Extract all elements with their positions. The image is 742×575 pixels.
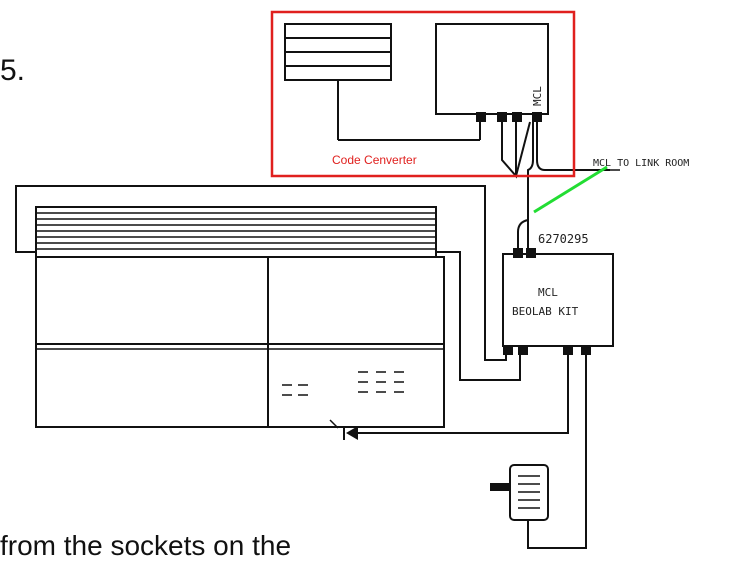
code-converter-device [284, 23, 481, 141]
mcl-socket-3 [512, 112, 522, 122]
page-number: 5. [0, 54, 25, 87]
kit-socket-bottom-1 [503, 345, 513, 355]
mcl-socket-1 [476, 112, 486, 122]
code-converter-label: Code Cenverter [332, 153, 417, 167]
console-indicators [282, 371, 404, 396]
kit-label-line1: MCL [538, 286, 558, 299]
mcl-vertical-label: MCL [531, 86, 544, 106]
link-room-highlight-line [533, 165, 608, 214]
mcl-box: MCL [435, 23, 549, 122]
part-number-label: 6270295 [538, 232, 589, 246]
kit-label-line2: BEOLAB KIT [512, 305, 579, 318]
kit-socket-bottom-3 [563, 345, 573, 355]
kit-socket-top-2 [526, 248, 536, 258]
bottom-text: from the sockets on the [0, 530, 291, 561]
ir-receiver-icon [329, 419, 358, 440]
kit-socket-top-1 [513, 248, 523, 258]
power-adapter-icon [490, 464, 549, 521]
mcl-to-link-room-label: MCL TO LINK ROOM [593, 158, 689, 169]
mcl-socket-4 [532, 112, 542, 122]
mcl-socket-2 [497, 112, 507, 122]
kit-socket-bottom-4 [581, 345, 591, 355]
code-converter-highlight [270, 10, 576, 178]
main-console [35, 206, 445, 428]
mcl-beolab-kit: MCL BEOLAB KIT [502, 248, 614, 355]
kit-socket-bottom-2 [518, 345, 528, 355]
